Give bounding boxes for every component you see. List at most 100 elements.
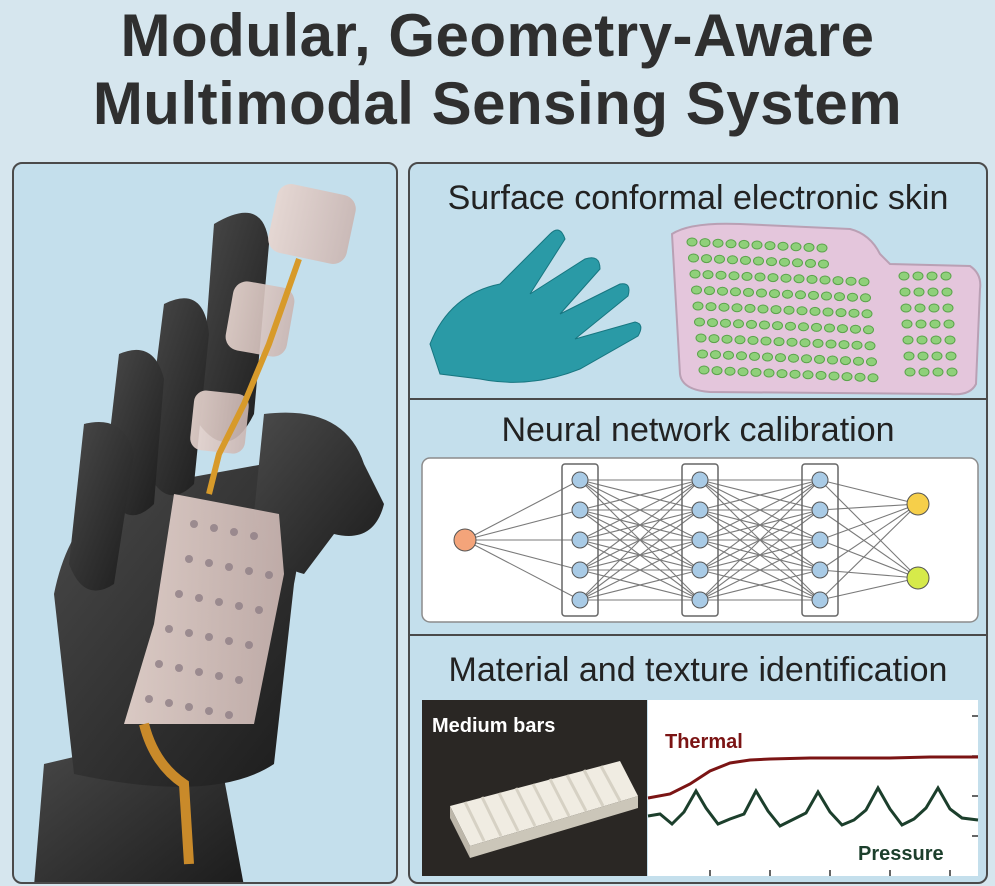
network-edge [819, 509, 919, 579]
skin-sensor-dot [827, 355, 838, 365]
network-edge [819, 503, 919, 511]
skin-sensor-dot [825, 339, 837, 349]
pressure-curve [647, 784, 979, 828]
network-panel-title: Neural network calibration [501, 411, 895, 449]
skin-sensor-dot [806, 274, 818, 284]
network-edge [699, 479, 821, 571]
network-edge [579, 479, 701, 601]
skin-sensor-dot [851, 340, 863, 350]
skin-sensor-dot [727, 255, 738, 265]
skin-sensor-dot [783, 305, 795, 315]
skin-sensor-dot [699, 238, 711, 248]
skin-panel: Surface conformal electronic skin [408, 162, 988, 400]
skin-sensor-dot [757, 304, 769, 314]
skin-sensor-dot [698, 365, 710, 375]
skin-sensor-dot [724, 366, 736, 376]
skin-sensor-dot [900, 303, 912, 313]
skin-sensor-dot [714, 254, 725, 264]
skin-sensor-dot [756, 288, 767, 298]
skin-sensor-dot [845, 276, 857, 286]
skin-sensor-dot [904, 367, 916, 377]
skin-sensor-dot [913, 287, 925, 297]
skin-sensor-dot [858, 277, 870, 287]
skin-sensor-dot [903, 351, 915, 361]
network-edge [579, 509, 701, 601]
network-edge [699, 479, 821, 601]
skin-sensor-dot [738, 239, 750, 249]
hidden-node [811, 561, 829, 579]
skin-sensor-dot [769, 289, 780, 299]
network-edge [819, 503, 919, 571]
skin-sensor-dot [750, 367, 762, 377]
skin-sensor-dot [901, 319, 913, 329]
skin-sensor-dot [728, 271, 740, 281]
skin-sensor-dot [708, 334, 720, 344]
skin-sensor-dot [695, 333, 707, 343]
skin-sensor-dot [747, 335, 759, 345]
skin-sensor-dot [790, 242, 802, 252]
bar-sample-block [450, 761, 638, 858]
skin-sensor-dot [759, 320, 770, 330]
skin-sensor-dot [764, 241, 776, 251]
skin-sensor-dot [793, 274, 805, 284]
skin-sensor-dot [715, 270, 727, 280]
skin-sensor-dot [853, 356, 864, 366]
skin-sensor-dot [746, 319, 757, 329]
skin-sensor-dot [822, 307, 834, 317]
skin-sensor-dot [792, 258, 803, 268]
network-edge [819, 503, 919, 541]
network-edge [699, 569, 821, 601]
skin-sensor-dot [841, 372, 853, 382]
signal-plot [648, 700, 978, 876]
skin-sensor-dot [864, 341, 876, 351]
skin-sensor-dot [711, 366, 723, 376]
network-edge [464, 539, 581, 601]
skin-sensor-dot [850, 324, 861, 334]
skin-sensor-dot [734, 335, 746, 345]
network-edge [579, 479, 701, 571]
network-edge [699, 539, 821, 601]
skin-sensor-dot [898, 271, 910, 281]
network-edge [579, 569, 701, 601]
skin-sensor-dot [686, 237, 698, 247]
output-node [906, 566, 930, 590]
skin-sensor-dot [805, 258, 816, 268]
skin-sensor-dot [796, 306, 808, 316]
skin-sensor-dot [749, 351, 760, 361]
skin-sensor-dot [744, 303, 756, 313]
skin-sensor-dot [688, 253, 699, 263]
hidden-node [811, 591, 829, 609]
skin-sensor-dot [912, 271, 924, 281]
skin-sensor-dot [914, 303, 926, 313]
skin-sensor-dot [789, 369, 801, 379]
main-title: Modular, Geometry-Aware Multimodal Sensi… [0, 2, 995, 138]
network-panel: Neural network calibration [408, 398, 988, 636]
hidden-node [691, 471, 709, 489]
skin-sensor-dot [860, 293, 871, 303]
skin-sensor-dot [815, 370, 827, 380]
skin-sensor-dot [808, 290, 819, 300]
network-edge [819, 539, 919, 579]
skin-sensor-dot [801, 354, 812, 364]
thermal-label: Thermal [665, 731, 743, 753]
skin-illustration [429, 222, 982, 396]
skin-sensor-dot [785, 321, 796, 331]
skin-sensor-dot [818, 259, 829, 269]
skin-sensor-dot [917, 351, 929, 361]
skin-sensor-dot [809, 306, 821, 316]
skin-sensor-dot [848, 308, 860, 318]
skin-sensor-dot [838, 340, 850, 350]
skin-sensor-dot [692, 301, 704, 311]
skin-sensor-dot [926, 271, 938, 281]
skin-sensor-dot [942, 303, 954, 313]
hidden-node [691, 591, 709, 609]
network-edge [819, 503, 919, 601]
skin-sensor-dot [725, 239, 737, 249]
palm-sensor-array [124, 494, 284, 724]
input-node [453, 528, 477, 552]
skin-sensor-dot [723, 350, 734, 360]
skin-sensor-dot [779, 257, 790, 267]
hidden-node [571, 471, 589, 489]
pressure-label: Pressure [858, 843, 944, 865]
network-edge [464, 479, 581, 541]
